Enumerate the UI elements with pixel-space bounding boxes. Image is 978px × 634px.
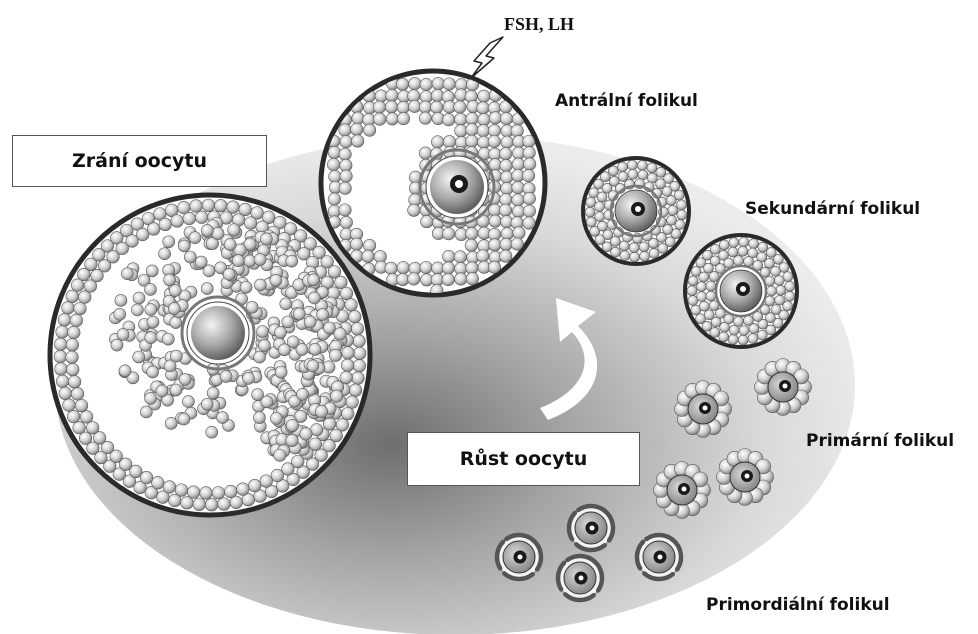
primary-follicle-label: Primární folikul: [806, 431, 954, 451]
antral-follicle-label: Antrální folikul: [555, 91, 698, 111]
primordial-follicle-label: Primordiální folikul: [706, 595, 890, 615]
hormone-lightning-icon: [471, 37, 503, 78]
primordial-follicle: [637, 535, 681, 579]
secondary-follicle: [685, 235, 797, 347]
hormones-label: FSH, LH: [504, 14, 574, 35]
oocyte-maturation-box: Zrání oocytu: [12, 135, 267, 187]
antral-follicle-oocyte: [420, 150, 494, 224]
secondary-follicle-label: Sekundární folikul: [745, 199, 920, 219]
oocyte-growth-box: Růst oocytu: [407, 432, 640, 486]
primordial-follicle: [558, 556, 602, 600]
primordial-follicle: [497, 535, 541, 579]
large-follicle-oocyte: [182, 297, 254, 369]
primordial-follicle: [569, 506, 613, 550]
secondary-follicle: [583, 158, 689, 264]
